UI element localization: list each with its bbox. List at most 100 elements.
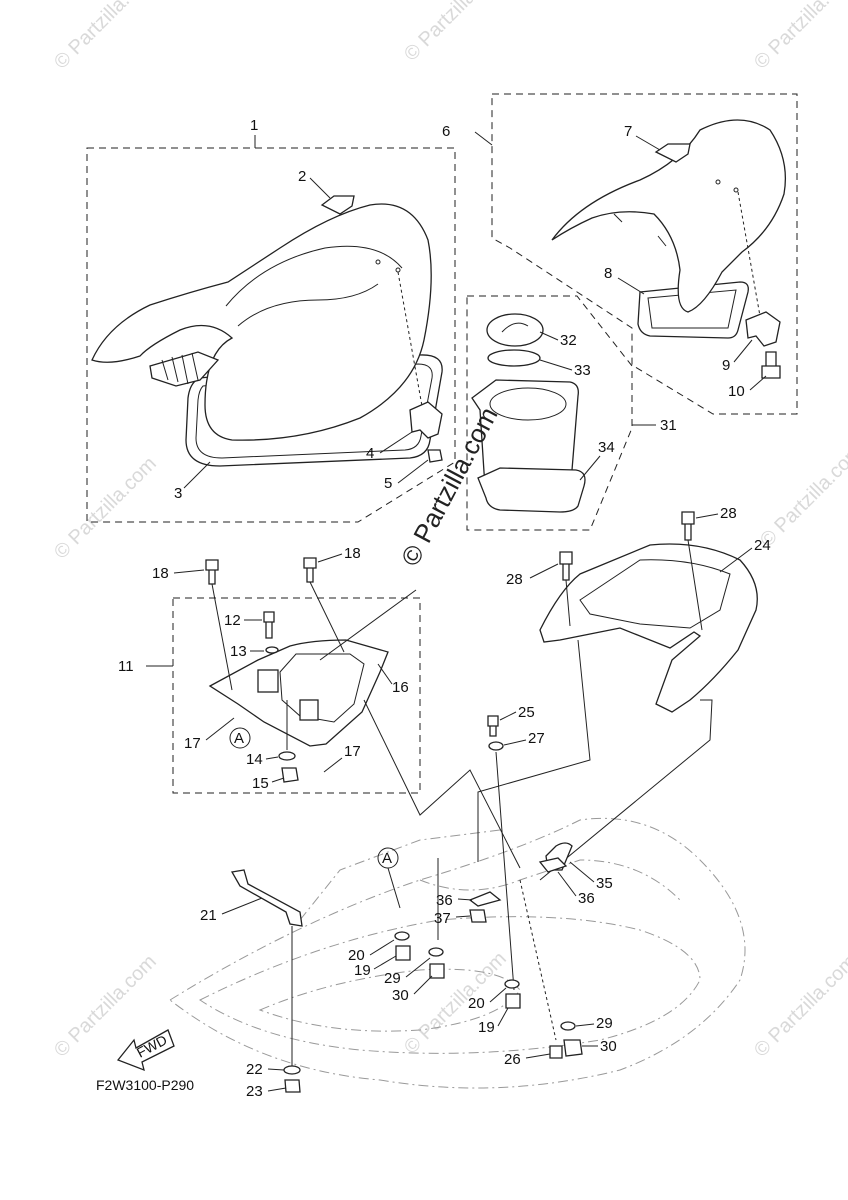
assembly-line (477, 639, 591, 862)
callout-31: 31 (660, 417, 677, 434)
callout-28: 28 (720, 505, 737, 522)
rear-seat-hook (745, 311, 781, 347)
rear-seat-bolt (761, 351, 781, 379)
callout-18: 18 (152, 565, 169, 582)
bracket-bolt (303, 557, 317, 583)
seat-hole (395, 267, 401, 273)
hull-washer (504, 979, 520, 989)
callout-26: 26 (504, 1051, 521, 1068)
callout-7: 7 (624, 123, 632, 140)
callout-leader (369, 939, 395, 956)
seat-base-inner (195, 363, 433, 459)
callout-labels: 1 2 3 4 5 6 7 8 9 10 11 12 13 14 15 16 1… (118, 117, 771, 1100)
rear-seat-hole (733, 187, 739, 193)
forward-arrow-icon (116, 1029, 175, 1072)
reference-mark-a (229, 727, 251, 749)
watermark-text: © Partzilla.com (750, 0, 848, 74)
callout-21: 21 (200, 907, 217, 924)
seat-hook (409, 401, 443, 439)
callout-leader (617, 277, 645, 295)
hull-outline (169, 817, 746, 1089)
callout-leader (557, 871, 577, 897)
watermark-text: © Partzilla.com (400, 0, 511, 66)
callout-leader (455, 915, 471, 918)
hull-bolt (549, 1045, 563, 1059)
watermark-text: © Partzilla.com (756, 441, 848, 552)
callout-30: 30 (392, 987, 409, 1004)
storage-o-ring (487, 349, 541, 367)
callout-29: 29 (384, 970, 401, 987)
callout-leader (173, 569, 205, 574)
bracket-opening (279, 653, 365, 723)
hull-plate (468, 891, 502, 907)
callout-leader (379, 431, 413, 454)
callout-leader (635, 135, 661, 151)
callout-9: 9 (722, 357, 730, 374)
support-bracket (230, 869, 303, 927)
seat-assembly-box (86, 147, 456, 523)
callout-16: 16 (392, 679, 409, 696)
callout-20: 20 (348, 947, 365, 964)
callout-19: 19 (354, 962, 371, 979)
assembly-line (363, 699, 521, 869)
callout-1: 1 (250, 117, 258, 134)
hull-nut (395, 945, 411, 961)
callout-17: 17 (184, 735, 201, 752)
callout-leader (539, 359, 573, 371)
callout-leader (719, 547, 753, 573)
hull-nut (469, 909, 487, 923)
callout-leader (323, 757, 343, 773)
storage-box-gasket (477, 467, 586, 513)
callout-leader (397, 459, 429, 484)
hull-washer (560, 1021, 576, 1031)
callout-11: 11 (118, 658, 134, 675)
callout-17: 17 (344, 743, 361, 760)
callout-6: 6 (442, 123, 450, 140)
storage-box-opening (489, 387, 567, 421)
small-bolt (263, 611, 275, 639)
callout-24: 24 (754, 537, 771, 554)
callout-36: 36 (578, 890, 595, 907)
callout-12: 12 (224, 612, 241, 629)
callout-leader (413, 975, 433, 995)
callout-leader (309, 177, 331, 199)
watermark-text: © Partzilla.com (50, 453, 161, 564)
seat-ridge (225, 245, 403, 307)
callout-15: 15 (252, 775, 269, 792)
hull-washer (394, 931, 410, 941)
callout-leader (405, 957, 431, 978)
callout-23: 23 (246, 1083, 263, 1100)
callout-leader (503, 739, 527, 746)
callout-37: 37 (434, 910, 451, 927)
storage-cap (486, 313, 544, 347)
grab-rail-bolt (559, 551, 573, 581)
rail-washer (488, 741, 504, 751)
callout-32: 32 (560, 332, 577, 349)
seat-ridge (237, 283, 379, 327)
reference-mark-a-text: A (234, 730, 244, 747)
assembly-line (539, 699, 713, 881)
callout-30: 30 (600, 1038, 617, 1055)
callout-leader (539, 331, 559, 341)
hull-nut (563, 1039, 583, 1057)
seat-strap (320, 195, 355, 215)
bolt-guide (309, 581, 345, 653)
callout-leader (267, 1087, 287, 1092)
hull-washer (428, 947, 444, 957)
rear-seat-hole (715, 179, 721, 185)
callout-8: 8 (604, 265, 612, 282)
callout-leader (221, 897, 263, 915)
callout-22: 22 (246, 1061, 263, 1078)
grab-rail-inner (579, 559, 731, 629)
callout-leader (525, 1053, 551, 1059)
callout-19: 19 (478, 1019, 495, 1036)
bracket-clip (299, 699, 319, 721)
bracket-bolt (205, 559, 219, 585)
seat-hole-guide (397, 271, 423, 407)
hull-nut (505, 993, 521, 1009)
callout-leader (457, 898, 473, 901)
bolt-guide (565, 579, 571, 627)
bolt-guide (211, 583, 233, 691)
bracket-nut (281, 767, 299, 783)
callout-29: 29 (596, 1015, 613, 1032)
